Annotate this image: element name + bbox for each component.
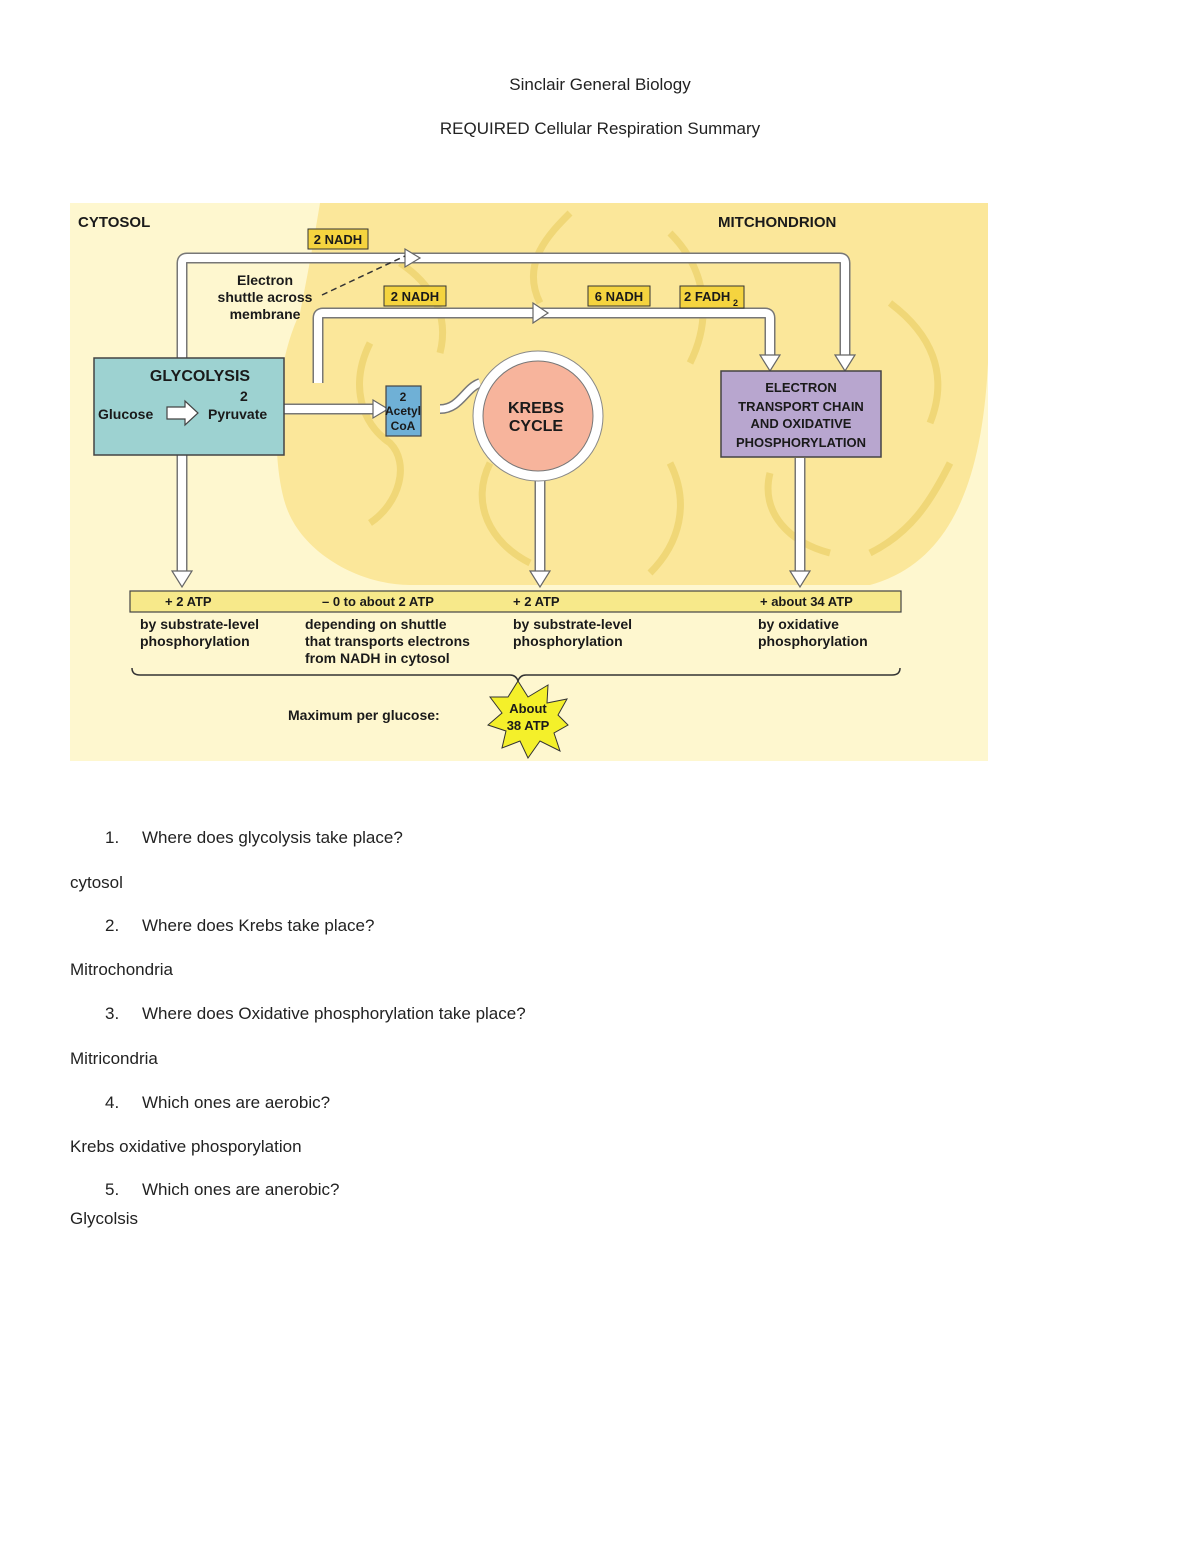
electron-shuttle-label: Electron shuttle across membrane — [218, 272, 313, 322]
question-number: 3. — [105, 1004, 120, 1023]
nadh-shuttle-box: 2 NADH — [307, 228, 369, 250]
svg-text:KREBS: KREBS — [508, 400, 564, 417]
nadh-krebs-box: 6 NADH — [587, 285, 651, 307]
question-1: 1. Where does glycolysis take place? — [105, 828, 403, 848]
svg-text:Acetyl: Acetyl — [385, 404, 421, 418]
atp-yield-bar — [129, 590, 902, 613]
svg-text:by substrate-level: by substrate-level — [513, 616, 632, 632]
svg-text:by oxidative: by oxidative — [758, 616, 839, 632]
answer-3: Mitricondria — [70, 1049, 158, 1068]
answer-5: Glycolsis — [70, 1209, 139, 1228]
question-text: Which ones are aerobic? — [142, 1093, 331, 1112]
krebs-cycle: KREBS CYCLE — [472, 350, 604, 482]
cristae-folds — [356, 210, 954, 576]
atp-notes: by substrate-level phosphorylation depen… — [140, 616, 868, 666]
question-2: 2. Where does Krebs take place? — [105, 916, 374, 936]
svg-text:that transports electrons: that transports electrons — [305, 633, 470, 649]
svg-text:2 FADH: 2 FADH — [684, 289, 730, 304]
nadh-pyruvate-box: 2 NADH — [383, 285, 447, 307]
cytosol-label: CYTOSOL — [78, 214, 150, 231]
arrow-heads — [170, 247, 857, 589]
svg-text:2: 2 — [400, 390, 407, 404]
mitochondrion-shape — [276, 203, 988, 585]
svg-text:Glucose: Glucose — [98, 406, 153, 422]
acetyl-to-krebs-arrow — [439, 379, 482, 413]
svg-text:CoA: CoA — [391, 419, 416, 433]
acetyl-coa-box: 2 Acetyl CoA — [385, 385, 422, 437]
answer-1: cytosol — [70, 873, 123, 892]
question-text: Where does Oxidative phosphorylation tak… — [142, 1004, 526, 1023]
svg-text:CYCLE: CYCLE — [509, 418, 564, 435]
atp-yield-krebs: + 2 ATP — [513, 594, 560, 609]
svg-text:ELECTRON: ELECTRON — [765, 380, 837, 395]
atp-yield-glycolysis: + 2 ATP — [165, 594, 212, 609]
question-text: Where does Krebs take place? — [142, 916, 375, 935]
glycolysis-box: GLYCOLYSIS Glucose 2 Pyruvate — [93, 357, 285, 456]
cellular-respiration-diagram: CYTOSOL MITCHONDRION — [70, 203, 988, 761]
svg-text:Electron: Electron — [237, 272, 293, 288]
svg-text:phosphorylation: phosphorylation — [513, 633, 623, 649]
svg-text:PHOSPHORYLATION: PHOSPHORYLATION — [736, 435, 866, 450]
electron-transport-chain-box: ELECTRON TRANSPORT CHAIN AND OXIDATIVE P… — [720, 370, 882, 458]
svg-text:AND OXIDATIVE: AND OXIDATIVE — [751, 416, 852, 431]
svg-text:depending on shuttle: depending on shuttle — [305, 616, 447, 632]
fadh2-box: 2 FADH 2 — [679, 285, 745, 309]
svg-text:2 NADH: 2 NADH — [391, 289, 439, 304]
arrow-flows — [176, 252, 851, 573]
atp-yield-shuttle: – 0 to about 2 ATP — [322, 594, 434, 609]
svg-text:from NADH in cytosol: from NADH in cytosol — [305, 650, 450, 666]
question-number: 5. — [105, 1180, 120, 1199]
svg-text:6 NADH: 6 NADH — [595, 289, 643, 304]
question-number: 1. — [105, 828, 120, 847]
svg-text:phosphorylation: phosphorylation — [140, 633, 250, 649]
svg-text:About: About — [509, 701, 547, 716]
document-title: Sinclair General Biology — [509, 75, 691, 94]
answer-4: Krebs oxidative phosporylation — [70, 1137, 302, 1156]
shuttle-pointer — [321, 255, 406, 296]
question-3: 3. Where does Oxidative phosphorylation t… — [105, 1004, 526, 1024]
atp-yield-oxidative: + about 34 ATP — [760, 594, 853, 609]
document-subtitle: REQUIRED Cellular Respiration Summary — [439, 119, 761, 138]
svg-text:by substrate-level: by substrate-level — [140, 616, 259, 632]
svg-text:phosphorylation: phosphorylation — [758, 633, 868, 649]
svg-text:2: 2 — [733, 298, 738, 308]
svg-text:GLYCOLYSIS: GLYCOLYSIS — [150, 368, 251, 385]
question-5: 5. Which ones are anerobic? — [105, 1180, 340, 1200]
question-4: 4. Which ones are aerobic? — [105, 1093, 330, 1113]
answer-2: Mitrochondria — [70, 960, 173, 979]
svg-text:2 NADH: 2 NADH — [314, 232, 362, 247]
svg-text:Pyruvate: Pyruvate — [208, 406, 267, 422]
question-number: 4. — [105, 1093, 120, 1112]
maximum-label: Maximum per glucose: — [288, 707, 440, 723]
question-number: 2. — [105, 916, 120, 935]
question-text: Where does glycolysis take place? — [142, 828, 403, 847]
svg-text:TRANSPORT CHAIN: TRANSPORT CHAIN — [738, 399, 864, 414]
svg-text:membrane: membrane — [230, 306, 301, 322]
atp-burst: About 38 ATP — [487, 680, 569, 759]
question-text: Which ones are anerobic? — [142, 1180, 340, 1199]
svg-text:shuttle across: shuttle across — [218, 289, 313, 305]
svg-text:38 ATP: 38 ATP — [507, 718, 550, 733]
mitochondrion-label: MITCHONDRION — [718, 214, 836, 231]
svg-text:2: 2 — [240, 388, 248, 404]
